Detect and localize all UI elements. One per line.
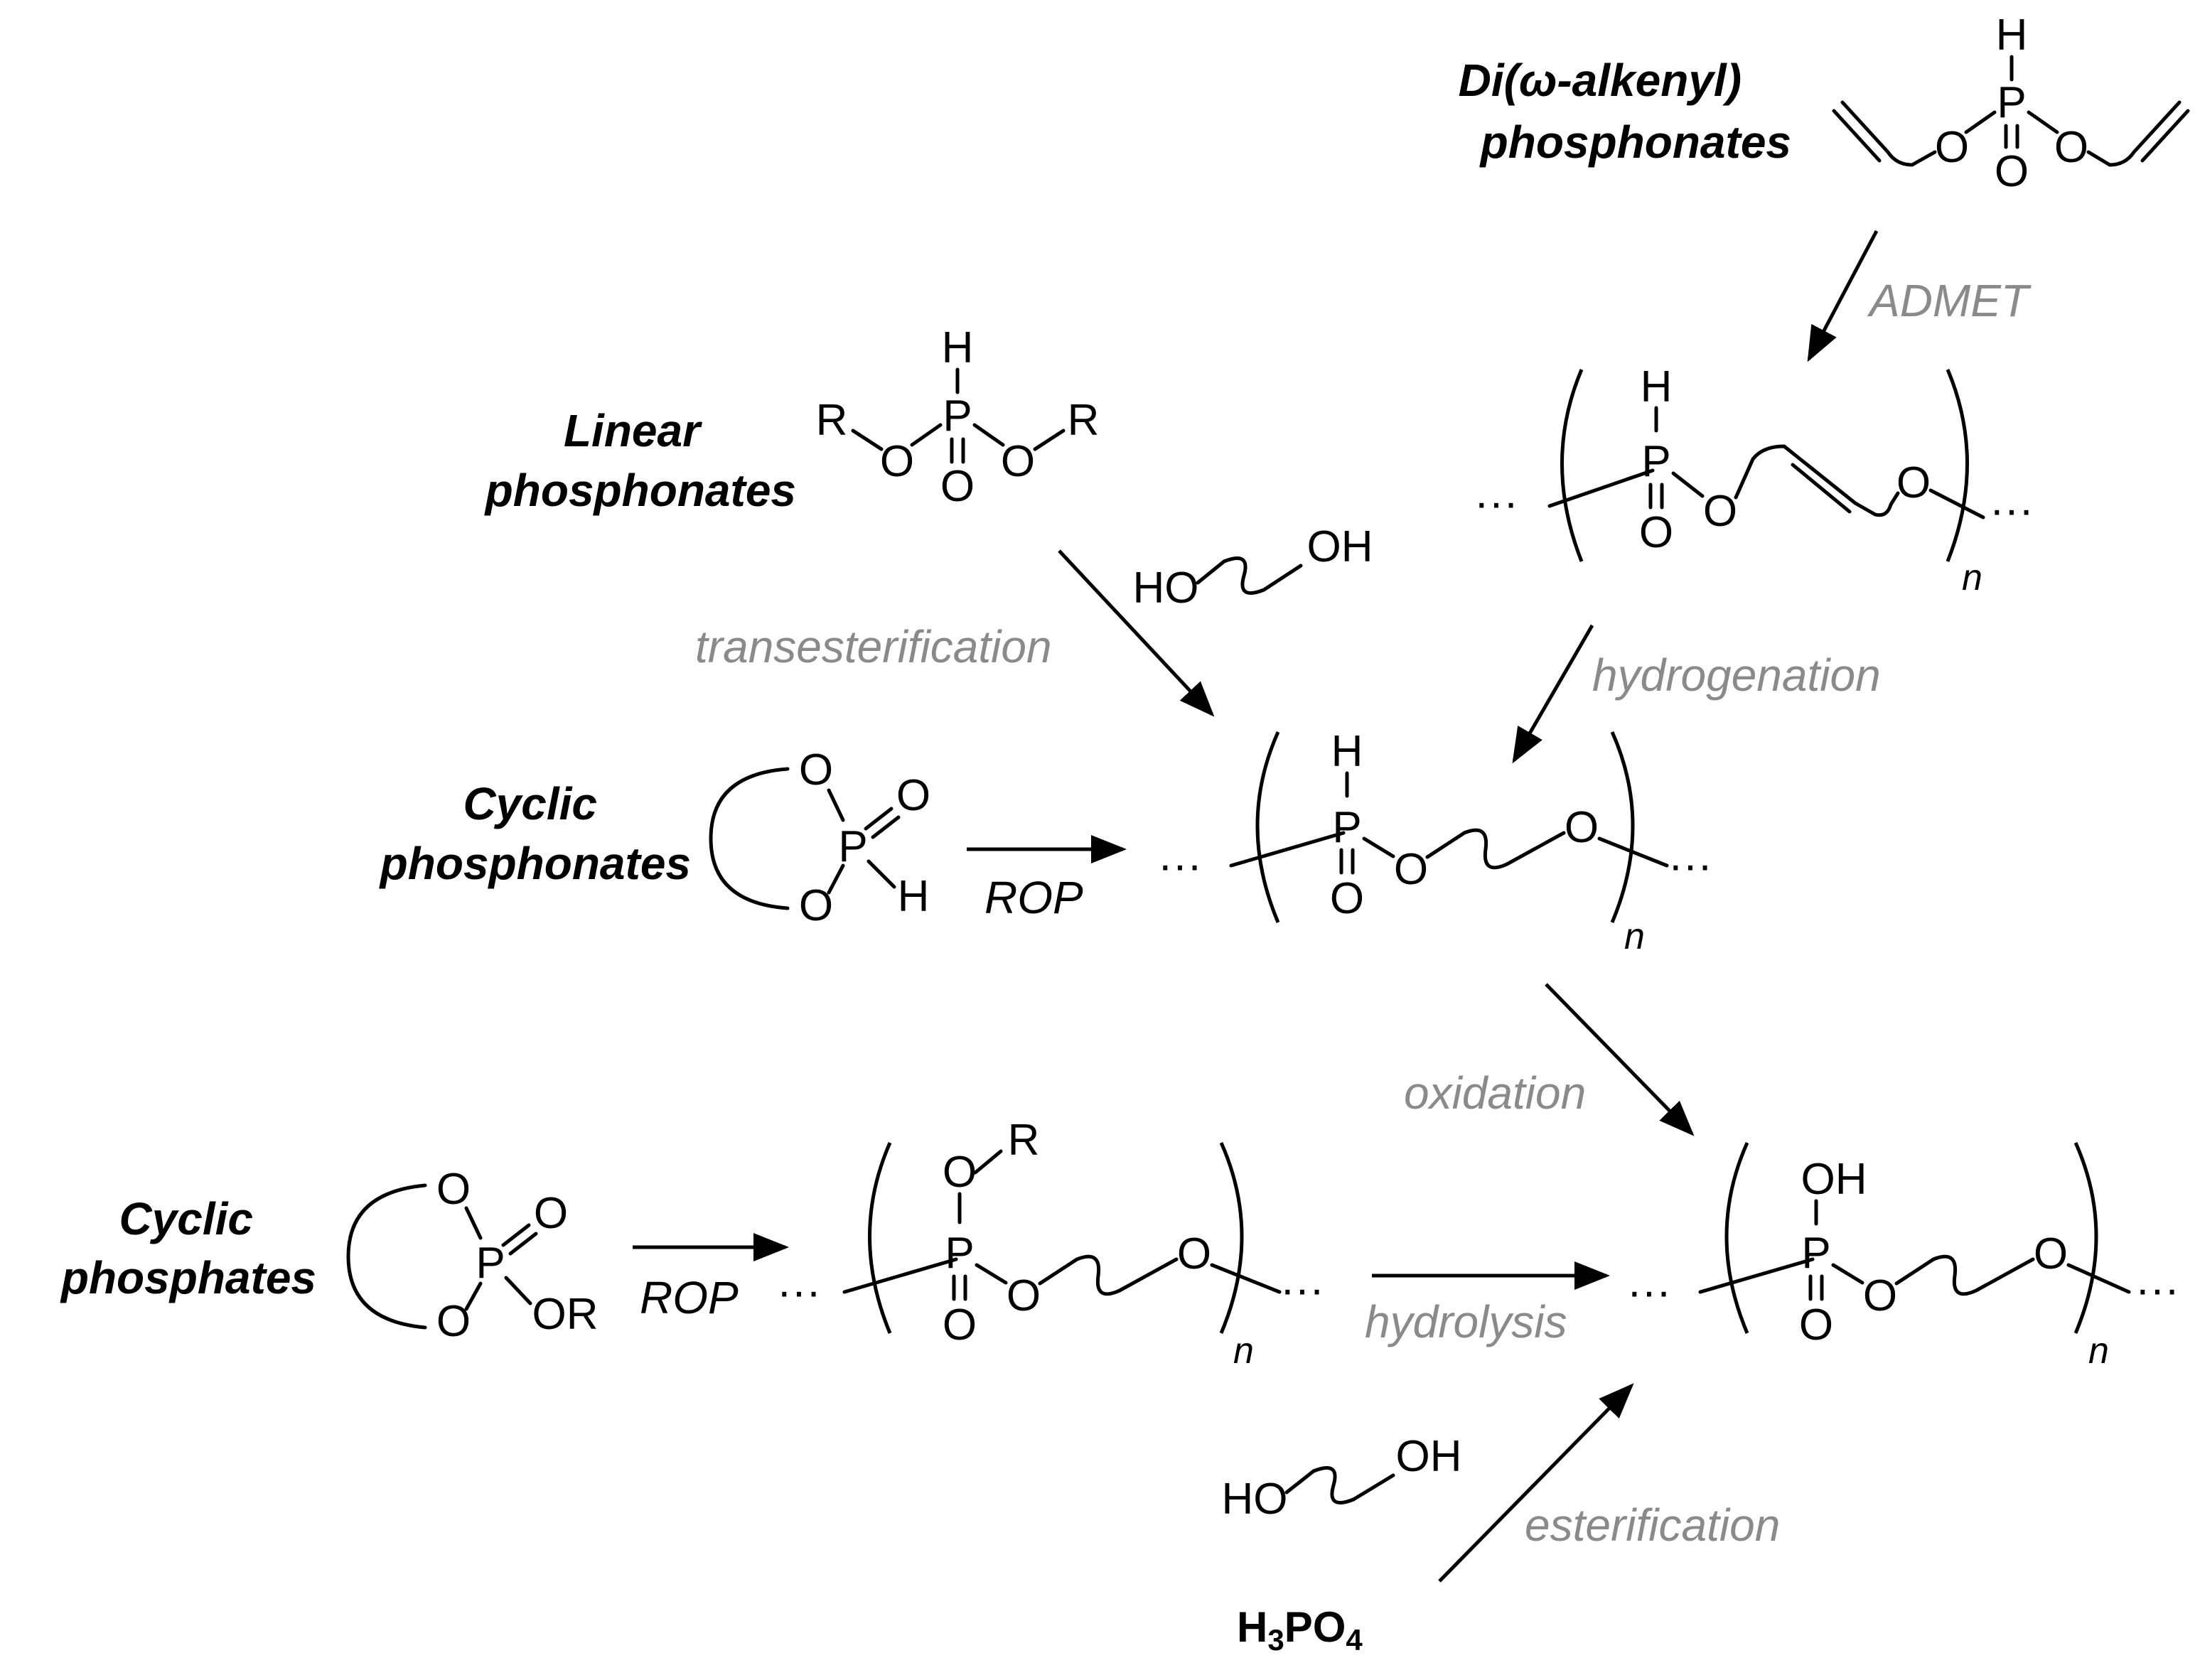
svg-text:R: R xyxy=(1008,1116,1040,1165)
label-linear-2: phosphonates xyxy=(484,465,796,516)
svg-text:O: O xyxy=(1565,803,1599,852)
svg-text:O: O xyxy=(1935,123,1969,172)
svg-text:···: ··· xyxy=(1668,841,1712,890)
svg-text:···: ··· xyxy=(1474,478,1518,527)
saturated-poly-phosphonate: ··· H P O O O n ··· xyxy=(1158,727,1712,957)
svg-text:···: ··· xyxy=(1990,485,2034,534)
poly-phosphoester-structure: ··· O R P O O O n ··· xyxy=(777,1116,1324,1372)
cyclic-phosphate-structure: O O P O OR xyxy=(346,1165,599,1346)
svg-text:O: O xyxy=(880,437,914,486)
svg-text:O: O xyxy=(799,745,833,795)
label-cyclic-phosphates-1: Cyclic xyxy=(119,1193,253,1244)
svg-text:O: O xyxy=(1896,458,1931,507)
label-dialkenyl-1: Di(ω-alkenyl) xyxy=(1459,55,1742,106)
reaction-label-oxidation: oxidation xyxy=(1404,1067,1586,1119)
svg-text:O: O xyxy=(1177,1229,1211,1278)
svg-text:OH: OH xyxy=(1307,522,1373,571)
dialkenyl-phosphonate-structure: H P O O O xyxy=(1832,11,2190,196)
svg-text:···: ··· xyxy=(1158,841,1202,890)
svg-text:OH: OH xyxy=(1801,1155,1867,1204)
svg-text:H: H xyxy=(1641,362,1673,411)
h3po4-reagent: H3PO4 xyxy=(1237,1603,1363,1657)
label-cyclic-phosphonates-2: phosphonates xyxy=(379,838,691,889)
svg-text:O: O xyxy=(1703,487,1737,536)
svg-text:O: O xyxy=(1639,508,1673,557)
svg-text:O: O xyxy=(2034,1229,2068,1278)
svg-text:R: R xyxy=(816,396,848,445)
svg-text:···: ··· xyxy=(2135,1265,2179,1314)
svg-text:O: O xyxy=(534,1189,568,1238)
label-cyclic-phosphonates-1: Cyclic xyxy=(463,778,597,829)
arrow-transesterification xyxy=(1058,549,1215,717)
arrow-esterification xyxy=(1438,1383,1634,1583)
svg-text:P: P xyxy=(945,1229,974,1278)
svg-text:n: n xyxy=(1233,1330,1254,1372)
reaction-label-rop-phosphonates: ROP xyxy=(984,872,1083,923)
svg-text:P: P xyxy=(1332,803,1361,852)
reaction-label-hydrogenation: hydrogenation xyxy=(1592,650,1881,701)
svg-text:O: O xyxy=(896,771,930,820)
svg-text:P: P xyxy=(1801,1229,1830,1278)
svg-text:···: ··· xyxy=(1280,1265,1324,1314)
svg-text:n: n xyxy=(2088,1330,2109,1372)
arrow-oxidation xyxy=(1545,983,1695,1136)
svg-text:HO: HO xyxy=(1133,564,1199,613)
svg-text:O: O xyxy=(1995,147,2029,196)
svg-text:H: H xyxy=(942,323,974,372)
svg-text:O: O xyxy=(1799,1301,1833,1350)
svg-text:OR: OR xyxy=(532,1290,599,1339)
svg-text:OH: OH xyxy=(1396,1432,1462,1481)
svg-text:O: O xyxy=(943,1148,977,1197)
svg-text:O: O xyxy=(1394,845,1428,894)
reaction-label-admet: ADMET xyxy=(1867,275,2032,326)
reaction-label-hydrolysis: hydrolysis xyxy=(1365,1296,1567,1347)
reaction-label-transesterification: transesterification xyxy=(695,621,1052,672)
label-cyclic-phosphates-2: phosphates xyxy=(60,1252,316,1303)
arrow-admet xyxy=(1807,230,1879,362)
svg-text:P: P xyxy=(943,392,972,441)
diol-bottom-structure: HO OH xyxy=(1222,1432,1462,1524)
svg-text:O: O xyxy=(1330,874,1364,923)
label-linear-1: Linear xyxy=(564,405,702,456)
cyclic-phosphonate-structure: O O P O H xyxy=(709,745,930,930)
svg-text:O: O xyxy=(436,1297,471,1346)
svg-text:O: O xyxy=(940,462,975,511)
svg-text:O: O xyxy=(436,1165,471,1214)
svg-text:P: P xyxy=(1997,78,2026,127)
svg-text:H: H xyxy=(1331,727,1363,776)
svg-text:HO: HO xyxy=(1222,1475,1288,1524)
svg-text:O: O xyxy=(1863,1271,1897,1320)
poly-phosphoacid-structure: ··· OH P O O O n ··· xyxy=(1627,1141,2179,1372)
svg-text:O: O xyxy=(2054,123,2088,172)
reaction-label-esterification: esterification xyxy=(1525,1499,1780,1551)
svg-text:O: O xyxy=(1007,1271,1041,1320)
svg-text:O: O xyxy=(799,881,833,930)
unsaturated-poly-phosphonate: ··· H P O O O n ··· xyxy=(1474,362,2034,598)
reaction-label-rop-phosphates: ROP xyxy=(640,1272,739,1323)
arrow-hydrogenation xyxy=(1512,624,1594,764)
svg-text:O: O xyxy=(943,1301,977,1350)
svg-text:H: H xyxy=(898,872,930,921)
svg-text:H: H xyxy=(1996,11,2028,60)
svg-text:P: P xyxy=(838,822,867,871)
svg-text:n: n xyxy=(1962,557,1982,598)
svg-text:R: R xyxy=(1068,396,1100,445)
label-dialkenyl-2: phosphonates xyxy=(1479,117,1791,168)
svg-text:n: n xyxy=(1624,916,1645,957)
svg-text:P: P xyxy=(476,1239,505,1288)
diol-top-structure: HO OH xyxy=(1133,522,1373,613)
svg-text:P: P xyxy=(1641,437,1670,486)
linear-phosphonate-structure: H P O O O R R xyxy=(816,323,1100,511)
svg-text:O: O xyxy=(1001,437,1035,486)
svg-text:···: ··· xyxy=(777,1267,821,1316)
svg-text:···: ··· xyxy=(1627,1267,1671,1316)
